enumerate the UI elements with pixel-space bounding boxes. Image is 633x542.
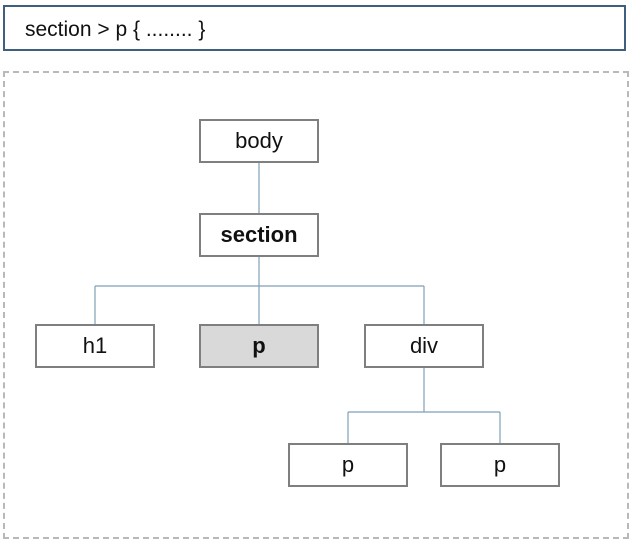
node-body: body <box>199 119 319 163</box>
selector-text: section > p { ........ } <box>25 18 206 41</box>
node-section-label: section <box>220 222 298 247</box>
node-div-label: div <box>409 333 439 358</box>
dom-tree-area <box>3 71 629 539</box>
node-p-left-label: p <box>341 452 355 477</box>
node-h1: h1 <box>35 324 155 368</box>
node-p-right: p <box>440 443 560 487</box>
node-body-label: body <box>235 128 283 153</box>
node-p-selected-label: p <box>252 333 266 358</box>
node-h1-label: h1 <box>82 333 108 358</box>
node-div: div <box>364 324 484 368</box>
node-p-left: p <box>288 443 408 487</box>
node-p-selected: p <box>199 324 319 368</box>
node-p-right-label: p <box>493 452 507 477</box>
node-section: section <box>199 213 319 257</box>
selector-box: section > p { ........ } <box>3 5 626 51</box>
